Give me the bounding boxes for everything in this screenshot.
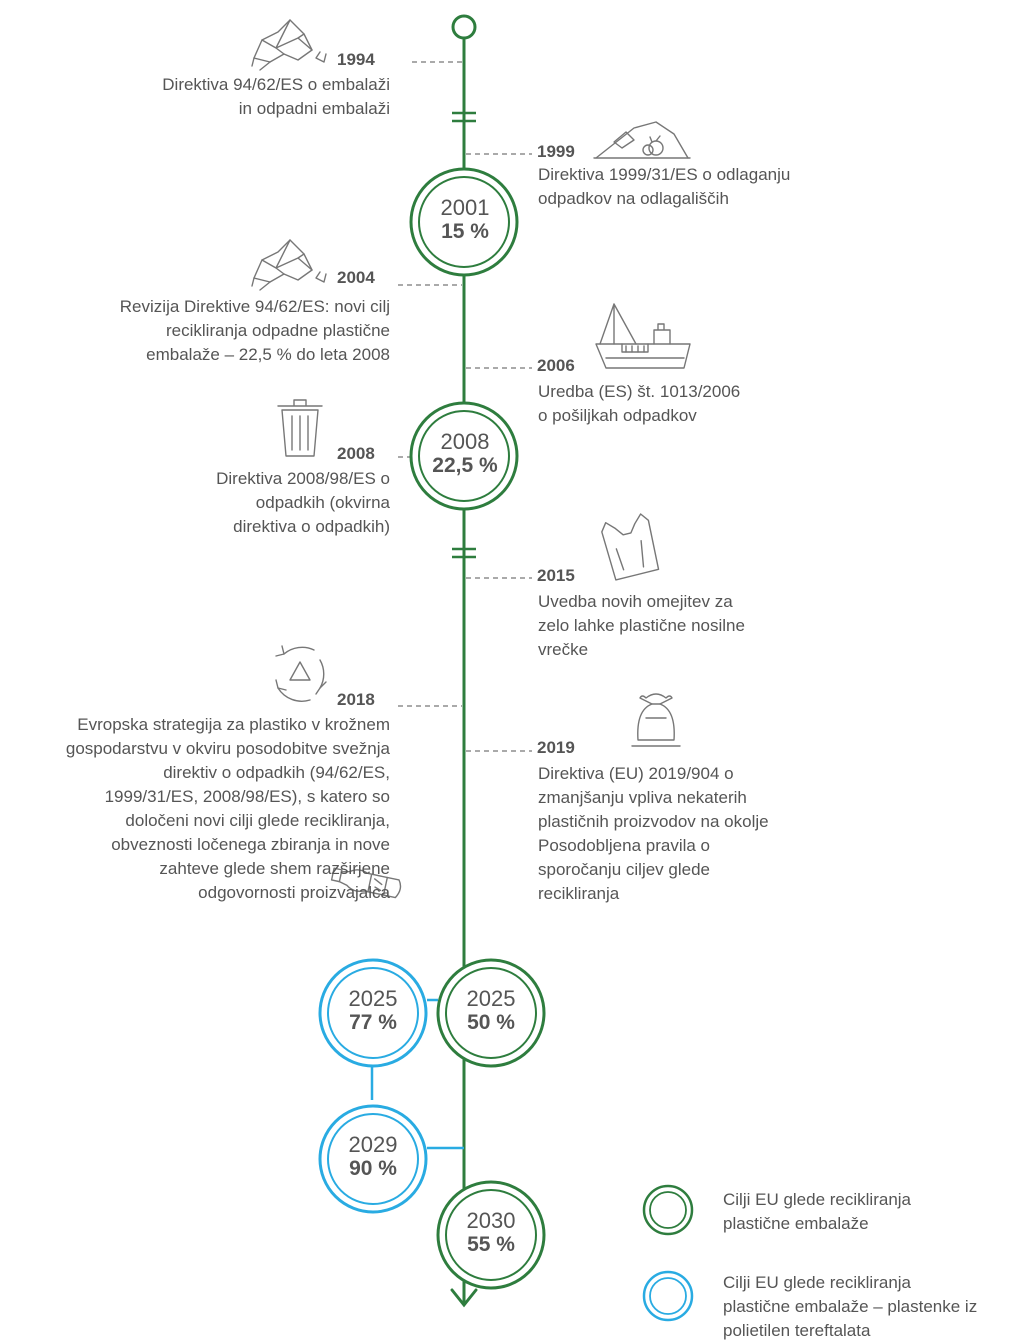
target-circle-2025-packaging	[436, 958, 546, 1068]
description-line: direktiv o odpadkih (94/62/ES,	[163, 763, 390, 782]
target-percent: 15 %	[441, 220, 489, 243]
event-description-1994: Direktiva 94/62/ES o embalaži in odpadni…	[30, 73, 390, 121]
event-year-2006: 2006	[537, 356, 575, 375]
description-line: Direktiva 2008/98/ES o	[216, 469, 390, 488]
event-description-2006: Uredba (ES) št. 1013/2006 o pošiljkah od…	[538, 380, 938, 428]
description-line: zahteve glede shem razširjene	[159, 859, 390, 878]
target-circle-2008-inner	[418, 410, 510, 502]
legend-ring-pet	[642, 1270, 694, 1322]
target-percent: 90 %	[349, 1157, 397, 1180]
cargo-ship-icon	[595, 303, 691, 369]
description-line: Revizija Direktive 94/62/ES: novi cilj	[119, 297, 390, 316]
description-line: določeni novi cilji glede recikliranja,	[125, 811, 390, 830]
description-line: recikliranja odpadne plastične	[166, 321, 390, 340]
event-description-1999: Direktiva 1999/31/ES o odlaganju odpadko…	[538, 163, 938, 211]
crumpled-plastic-icon	[251, 239, 327, 291]
event-description-2018: Evropska strategija za plastiko v krožne…	[2, 713, 390, 905]
event-year-2004: 2004	[337, 268, 375, 287]
target-2025-pet-bottles: 2025 77 %	[313, 987, 433, 1035]
event-description-2004: Revizija Direktive 94/62/ES: novi cilj r…	[30, 295, 390, 367]
description-line: direktiva o odpadkih)	[233, 517, 390, 536]
event-description-2008: Direktiva 2008/98/ES o odpadkih (okvirna…	[30, 467, 390, 539]
legend-line: polietilen tereftalata	[723, 1321, 871, 1340]
target-circle-2029-pet	[318, 1104, 428, 1214]
description-line: plastičnih proizvodov na okolje	[538, 812, 769, 831]
description-line: zelo lahke plastične nosilne	[538, 616, 745, 635]
target-year: 2030	[466, 1208, 516, 1233]
legend-item-pet-bottles: Cilji EU glede recikliranja plastične em…	[723, 1271, 1011, 1343]
description-line: odpadkov na odlagališčih	[538, 189, 729, 208]
description-line: Direktiva (EU) 2019/904 o	[538, 764, 734, 783]
event-year-1994: 1994	[337, 50, 375, 69]
legend-ring-pet-inner	[649, 1277, 687, 1315]
garbage-bag-icon	[631, 693, 681, 747]
target-year: 2008	[440, 429, 490, 454]
target-circle-2025-pet	[318, 958, 428, 1068]
target-circle-2025-packaging-inner	[445, 967, 537, 1059]
event-year-2008: 2008	[337, 444, 375, 463]
description-line: obveznosti ločenega zbiranja in nove	[111, 835, 390, 854]
description-line: zmanjšanju vpliva nekaterih	[538, 788, 747, 807]
event-description-2019: Direktiva (EU) 2019/904 o zmanjšanju vpl…	[538, 762, 938, 906]
target-2001-packaging: 2001 15 %	[405, 196, 525, 244]
description-line: Uvedba novih omejitev za	[538, 592, 733, 611]
legend-line: plastične embalaže	[723, 1214, 869, 1233]
description-line: sporočanju ciljev glede	[538, 860, 710, 879]
landfill-icon	[593, 121, 691, 159]
event-year-2019: 2019	[537, 738, 575, 757]
target-2030-packaging: 2030 55 %	[431, 1209, 551, 1257]
target-year: 2001	[440, 195, 490, 220]
description-line: recikliranja	[538, 884, 620, 903]
description-line: embalaže – 22,5 % do leta 2008	[146, 345, 390, 364]
legend-ring-packaging	[642, 1184, 694, 1236]
crumpled-plastic-icon	[251, 19, 327, 71]
target-circle-2001	[409, 167, 519, 277]
description-line: gospodarstvu v okviru posodobitve svežnj…	[65, 739, 390, 758]
description-line: Direktiva 94/62/ES o embalaži	[162, 75, 390, 94]
target-circle-2008	[409, 401, 519, 511]
target-percent: 55 %	[467, 1233, 515, 1256]
target-percent: 50 %	[467, 1011, 515, 1034]
description-line: vrečke	[538, 640, 589, 659]
target-circle-2001-inner	[418, 176, 510, 268]
legend-line: plastične embalaže – plastenke iz	[723, 1297, 978, 1316]
event-year-2018: 2018	[337, 690, 375, 709]
target-2025-packaging: 2025 50 %	[431, 987, 551, 1035]
event-year-1999: 1999	[537, 142, 575, 161]
description-line: odgovornosti proizvajalca	[198, 883, 390, 902]
target-2008-packaging: 2008 22,5 %	[405, 430, 525, 478]
description-line: Uredba (ES) št. 1013/2006	[538, 382, 741, 401]
target-2029-pet-bottles: 2029 90 %	[313, 1133, 433, 1181]
description-line: in odpadni embalaži	[238, 99, 390, 118]
target-circle-2025-pet-inner	[327, 967, 419, 1059]
legend-ring-packaging-inner	[649, 1191, 687, 1229]
timeline-start-marker	[451, 14, 477, 40]
timeline-end-arrow	[450, 1288, 478, 1308]
legend-item-packaging: Cilji EU glede recikliranja plastične em…	[723, 1188, 1003, 1236]
plastic-bag-icon	[601, 513, 660, 581]
description-line: Posodobljena pravila o	[538, 836, 711, 855]
pet-bottle-icon	[330, 867, 402, 899]
trash-bin-icon	[277, 399, 323, 457]
target-percent: 22,5 %	[432, 454, 498, 477]
target-circle-2029-pet-inner	[327, 1113, 419, 1205]
recycle-icon	[275, 645, 327, 702]
target-circle-2030	[436, 1180, 546, 1290]
description-line: 1999/31/ES, 2008/98/ES), s katero so	[104, 787, 390, 806]
description-line: o pošiljkah odpadkov	[538, 406, 697, 425]
description-line: Direktiva 1999/31/ES o odlaganju	[538, 165, 791, 184]
target-percent: 77 %	[349, 1011, 397, 1034]
event-description-2015: Uvedba novih omejitev za zelo lahke plas…	[538, 590, 938, 662]
target-year: 2029	[348, 1132, 398, 1157]
target-circle-2030-inner	[445, 1189, 537, 1281]
legend-line: Cilji EU glede recikliranja	[723, 1273, 912, 1292]
target-year: 2025	[466, 986, 516, 1011]
legend-line: Cilji EU glede recikliranja	[723, 1190, 912, 1209]
event-year-2015: 2015	[537, 566, 575, 585]
target-year: 2025	[348, 986, 398, 1011]
description-line: Evropska strategija za plastiko v krožne…	[77, 715, 390, 734]
description-line: odpadkih (okvirna	[255, 493, 390, 512]
